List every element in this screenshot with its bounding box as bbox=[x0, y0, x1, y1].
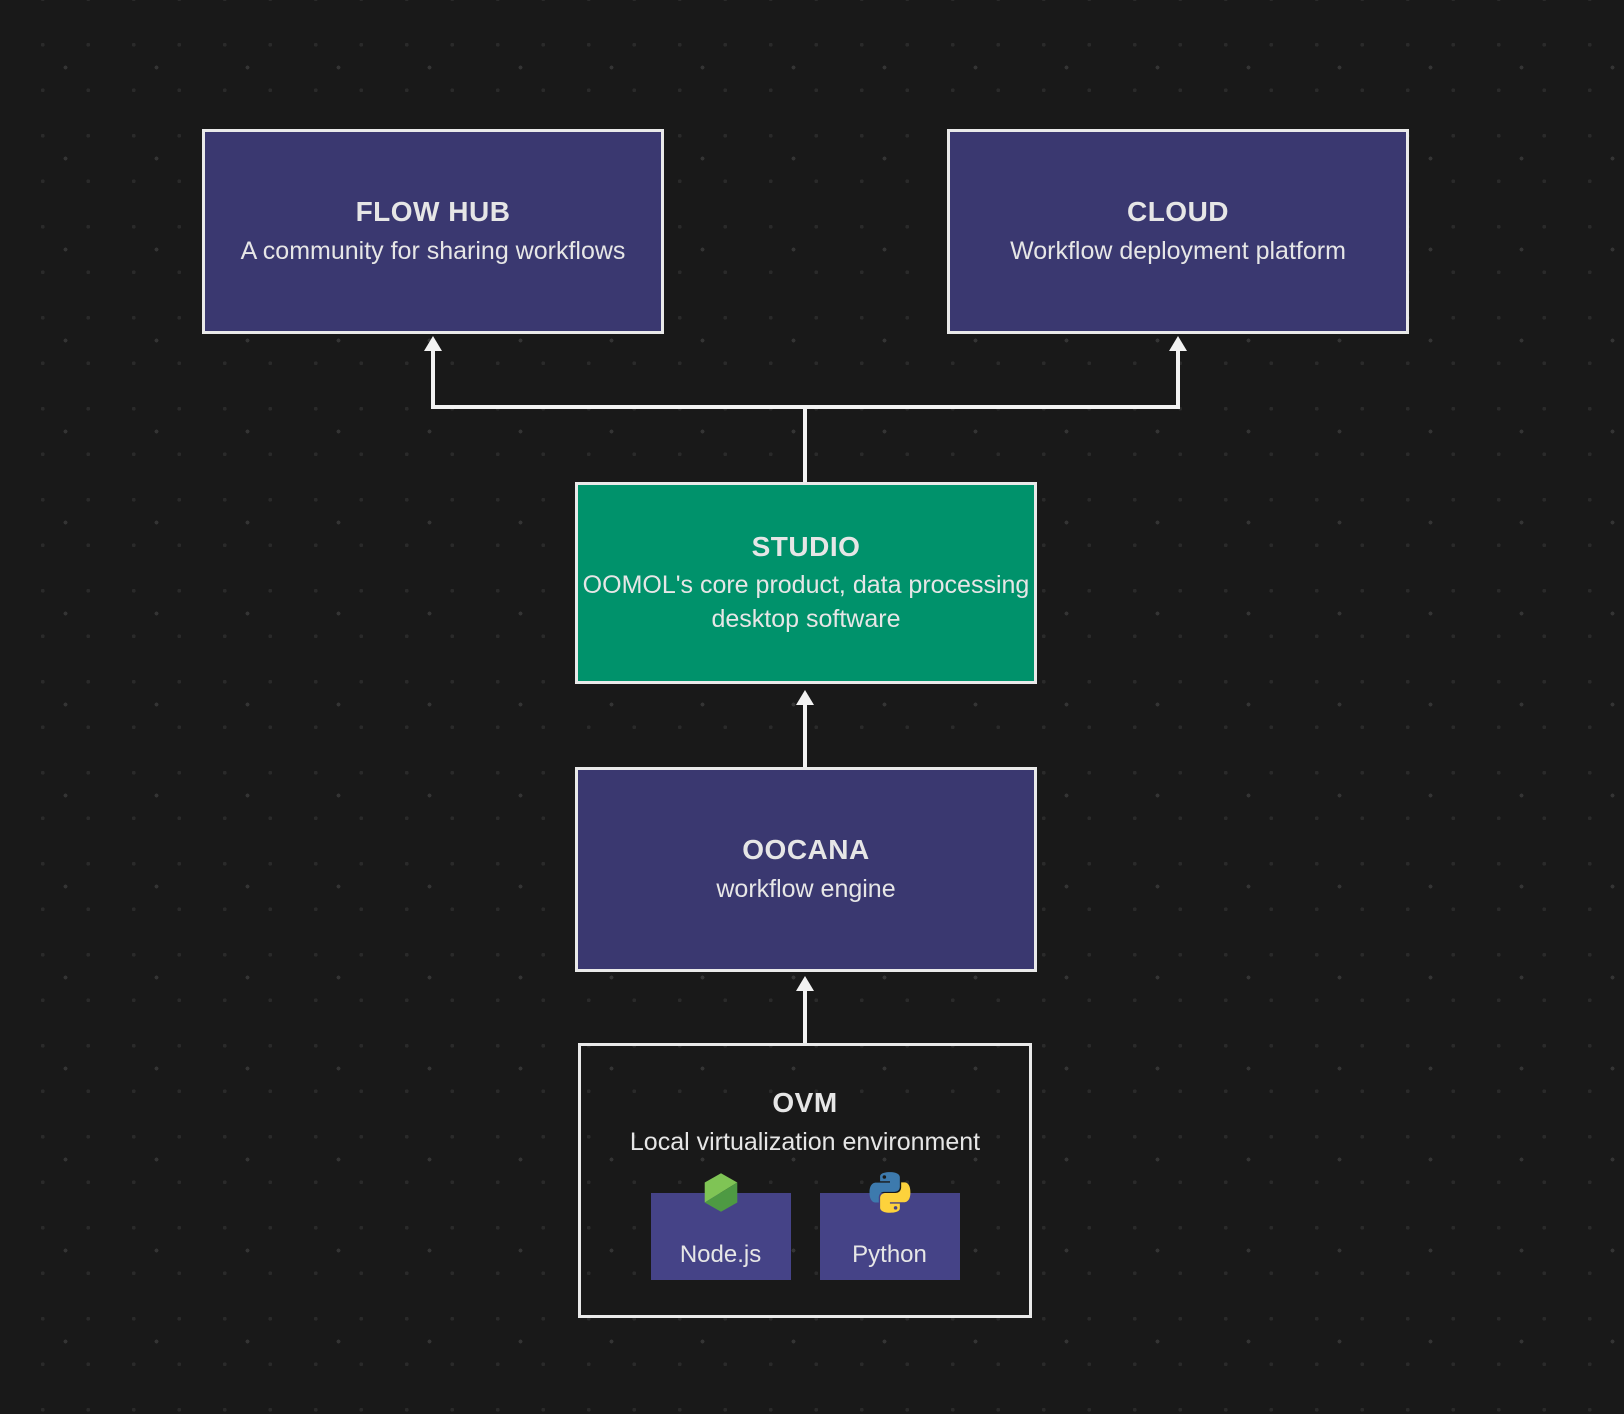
node-subtitle: Workflow deployment platform bbox=[1010, 236, 1346, 265]
node-flow-hub: FLOW HUB A community for sharing workflo… bbox=[202, 129, 664, 334]
node-oocana: OOCANA workflow engine bbox=[575, 767, 1037, 972]
connector-studio-to-split bbox=[803, 405, 807, 482]
runtime-python: Python bbox=[819, 1172, 960, 1281]
runtime-label: Python bbox=[852, 1241, 927, 1269]
runtime-label: Node.js bbox=[679, 1241, 762, 1269]
node-subtitle: workflow engine bbox=[716, 874, 896, 903]
node-cloud: CLOUD Workflow deployment platform bbox=[947, 129, 1409, 334]
arrow-up-icon bbox=[796, 976, 814, 991]
node-title: STUDIO bbox=[751, 530, 861, 562]
connector-split-to-flow-hub bbox=[431, 349, 435, 407]
arrow-up-icon bbox=[1169, 336, 1187, 351]
connector-split-horizontal bbox=[431, 405, 1180, 409]
python-icon bbox=[869, 1172, 910, 1213]
connector-oocana-to-studio bbox=[803, 705, 807, 767]
node-studio: STUDIO OOMOL's core product, data proces… bbox=[575, 482, 1037, 684]
connector-ovm-to-oocana bbox=[803, 991, 807, 1043]
nodejs-icon bbox=[702, 1172, 739, 1213]
node-title: OVM bbox=[772, 1087, 838, 1118]
node-title: OOCANA bbox=[742, 833, 870, 865]
node-title: CLOUD bbox=[1126, 195, 1230, 227]
runtime-row: Node.js Python bbox=[650, 1172, 960, 1281]
connector-split-to-cloud bbox=[1176, 349, 1180, 407]
node-ovm: OVM Local virtualization environment Nod… bbox=[578, 1043, 1032, 1318]
node-subtitle: OOMOL's core product, data processing de… bbox=[582, 571, 1030, 633]
arrow-up-icon bbox=[424, 336, 442, 351]
arrow-up-icon bbox=[796, 690, 814, 705]
node-subtitle: Local virtualization environment bbox=[629, 1127, 981, 1156]
runtime-nodejs: Node.js bbox=[650, 1173, 791, 1281]
node-title: FLOW HUB bbox=[355, 195, 511, 227]
node-subtitle: A community for sharing workflows bbox=[240, 236, 626, 265]
